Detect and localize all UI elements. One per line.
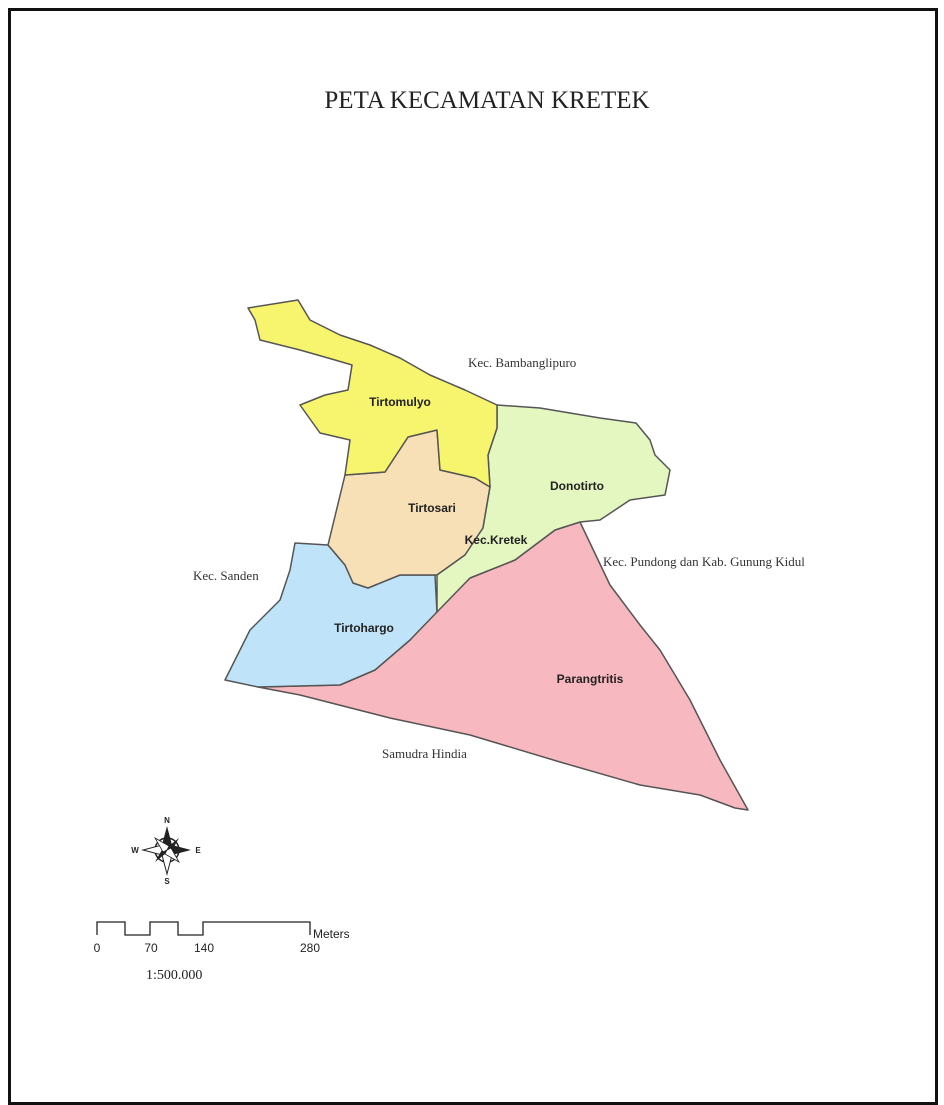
label-tirtohargo: Tirtohargo	[334, 621, 394, 635]
scale-unit: Meters	[313, 927, 350, 941]
compass-n: N	[164, 816, 170, 825]
scale-tick-70: 70	[144, 941, 158, 955]
label-parangtritis: Parangtritis	[557, 672, 624, 686]
map-title: PETA KECAMATAN KRETEK	[324, 87, 649, 114]
scale-bar	[96, 921, 311, 936]
compass-e: E	[195, 846, 201, 855]
label-south-sea: Samudra Hindia	[382, 746, 467, 761]
label-tirtosari: Tirtosari	[408, 501, 456, 515]
compass-s: S	[164, 877, 170, 886]
scale-tick-280: 280	[300, 941, 320, 955]
label-west-neighbor: Kec. Sanden	[193, 568, 259, 583]
compass-w: W	[131, 846, 139, 855]
region-tirtomulyo[interactable]	[247, 299, 498, 488]
scale-tick-0: 0	[94, 941, 101, 955]
compass-rose-icon: N S E W	[131, 816, 201, 886]
label-north-neighbor: Kec. Bambanglipuro	[468, 355, 576, 370]
label-donotirto: Donotirto	[550, 479, 604, 493]
label-east-neighbor: Kec. Pundong dan Kab. Gunung Kidul	[603, 554, 805, 569]
scale-ratio: 1:500.000	[146, 968, 202, 983]
scale-tick-140: 140	[194, 941, 214, 955]
label-tirtomulyo: Tirtomulyo	[369, 395, 431, 409]
label-kec-kretek: Kec.Kretek	[465, 533, 528, 547]
region-donotirto[interactable]	[436, 404, 671, 613]
